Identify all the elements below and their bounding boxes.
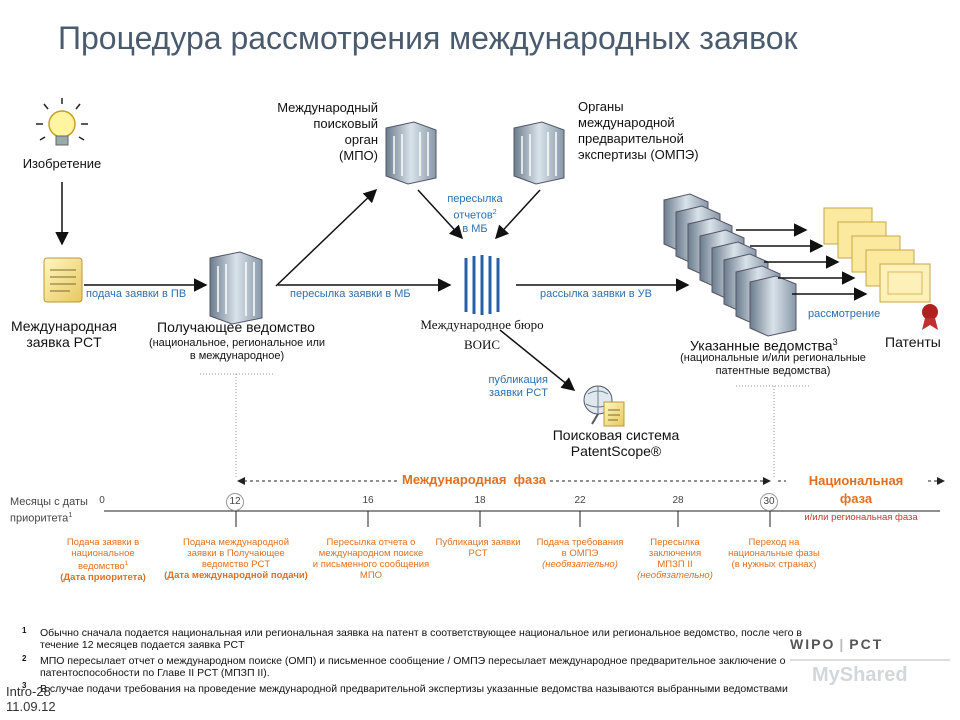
to-ib-arrow-label: пересылка заявки в МБ — [290, 288, 411, 300]
month-marker: 22 — [574, 495, 586, 506]
building-stack-icon — [663, 193, 797, 337]
building-icon — [385, 121, 437, 185]
watermark: MyShared — [812, 664, 908, 686]
wipo-logo-icon — [464, 255, 500, 315]
month-marker: 18 — [474, 495, 486, 506]
month-marker: 28 — [672, 495, 684, 506]
lightbulb-icon — [36, 98, 88, 146]
slide-ref: Intro-28 — [6, 684, 51, 699]
designated-offices-label: Указанные ведомства3 — [690, 337, 838, 354]
international-phase-label: Международная фаза — [398, 472, 550, 487]
footnote-number: 2 — [22, 654, 27, 663]
filing-arrow-label: подача заявки в ПВ — [86, 288, 187, 300]
isa-label: Международный поисковый орган (МПО) — [277, 100, 378, 163]
timeline-event: Подача заявки в национальное ведомство1(… — [60, 537, 146, 584]
document-icon — [43, 257, 83, 303]
timeline-event: Переход на национальные фазы (в нужных с… — [728, 537, 820, 570]
publication-label: публикация заявки PCT — [488, 374, 548, 399]
month-marker: 0 — [99, 495, 105, 506]
slide-date: 11.09.12 — [6, 699, 56, 714]
footnote-number: 3 — [22, 681, 27, 690]
receiving-office-label: Получающее ведомство — [157, 319, 315, 335]
page-title: Процедура рассмотрения международных зая… — [58, 20, 798, 56]
building-icon — [209, 251, 263, 325]
timeline-event: Пересылка заключения МПЗП II(необязатель… — [637, 537, 713, 581]
building-icon — [513, 121, 565, 185]
timeline-event: Пересылка отчета о международном поиске … — [312, 537, 430, 581]
national-phase-sub: и/или региональная фаза — [804, 512, 918, 523]
month-marker: 30 — [760, 493, 778, 511]
ib-label-line1: Международное бюро — [420, 317, 544, 332]
footnote: В случае подачи требования на проведение… — [40, 683, 788, 695]
month-marker: 16 — [362, 495, 374, 506]
timeline-event: Публикация заявки PCT — [435, 537, 521, 559]
ipea-label: Органы международной предварительной экс… — [578, 99, 699, 162]
wipo-pct-logo: WIPO|PCT — [790, 636, 884, 652]
globe-icon — [583, 385, 625, 427]
examination-label: рассмотрение — [808, 308, 881, 320]
patentscope-label: Поисковая система PatentScope® — [552, 427, 680, 459]
months-label: Месяцы с даты приоритета1 — [10, 496, 88, 525]
to-designated-arrow-label: рассылка заявки в УВ — [540, 288, 652, 300]
patents-label: Патенты — [885, 334, 941, 350]
certificate-stack-icon — [823, 207, 938, 330]
timeline-event: Подача требования в ОМПЭ(необязательно) — [536, 537, 624, 570]
footnote: Обычно сначала подается национальная или… — [40, 627, 802, 651]
invention-label: Изобретение — [22, 156, 102, 171]
ib-label-line2: ВОИС — [463, 337, 501, 352]
timeline-event: Подача международной заявки в Получающее… — [164, 537, 308, 581]
footnote-number: 1 — [22, 626, 27, 635]
month-marker: 12 — [226, 493, 244, 511]
footnote: МПО пересылает отчет о международном пои… — [40, 655, 786, 679]
designated-offices-sub: (национальные и/или региональные патентн… — [680, 352, 866, 377]
national-phase-label: Национальная фаза — [786, 472, 926, 508]
pct-application-label: Международная заявка PCT — [10, 318, 118, 350]
receiving-office-sub: (национальное, региональное или в междун… — [148, 337, 326, 362]
